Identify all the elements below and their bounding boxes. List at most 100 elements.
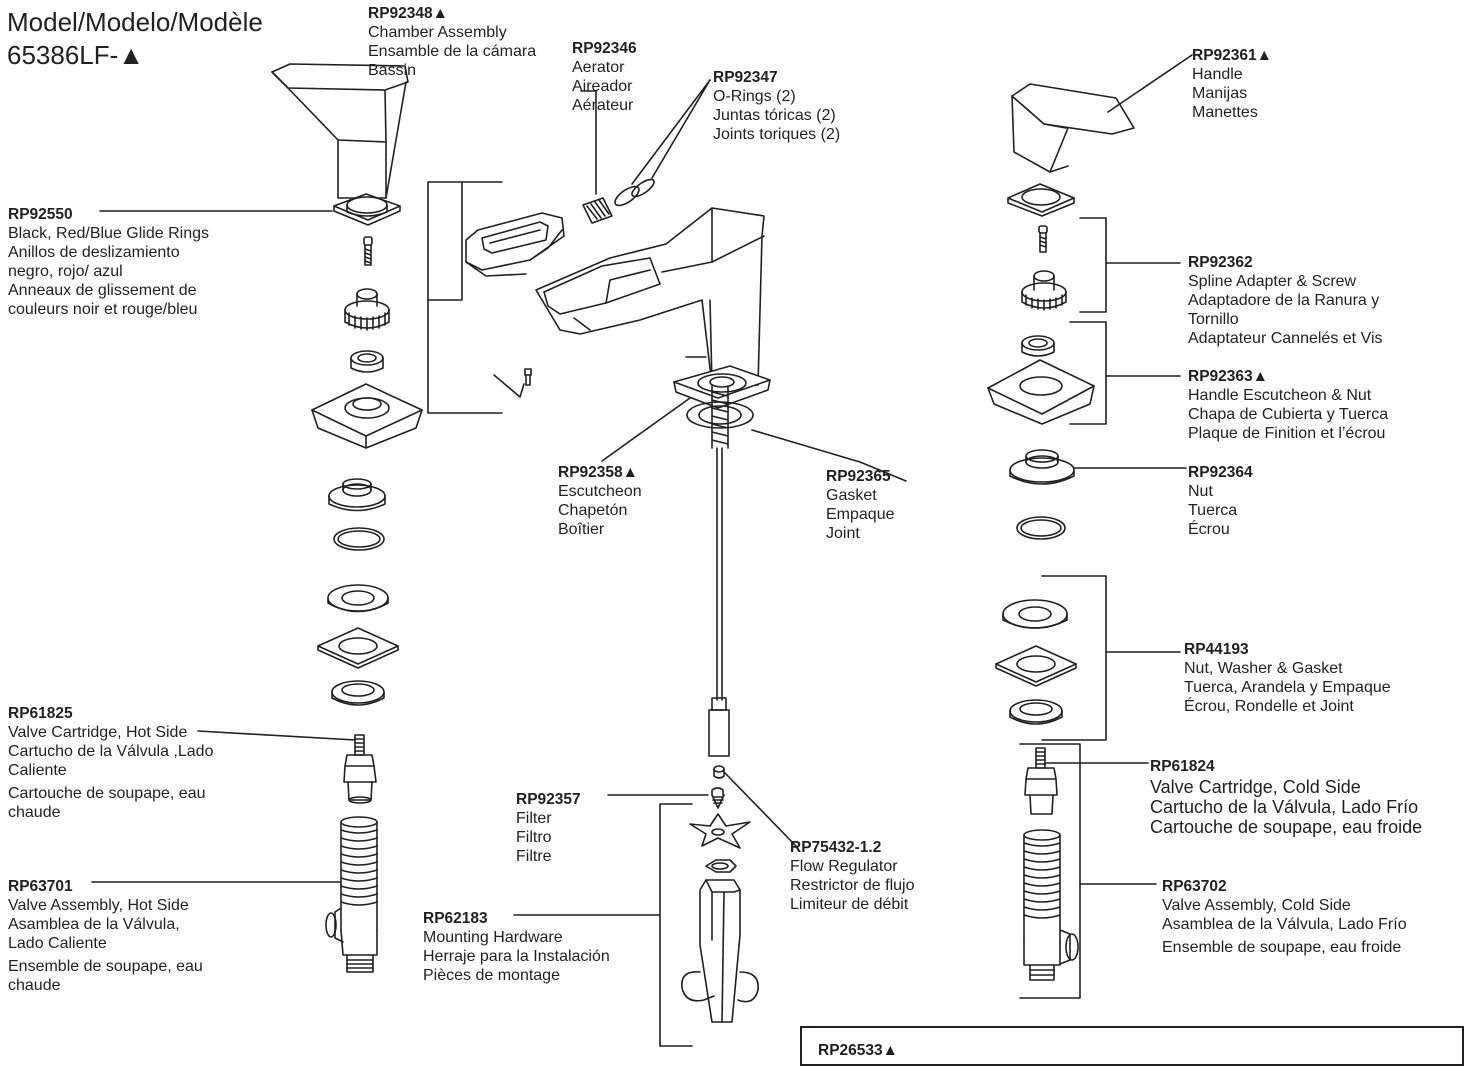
escutcheon-center	[673, 365, 771, 409]
label-line: negro, rojo/ azul	[8, 263, 123, 280]
right-gasket-2	[1009, 699, 1063, 725]
left-spline-adapter	[344, 288, 390, 331]
label-line: Chapa de Cubierta y Tuerca	[1188, 406, 1389, 423]
label-line: Gasket	[826, 487, 877, 504]
left-handle	[271, 63, 409, 199]
label-line: Ensemble de soupape, eau froide	[1162, 939, 1402, 956]
left-washer-round	[327, 584, 389, 613]
label-line: Joint	[826, 525, 860, 542]
label-line: Valve Cartridge, Cold Side	[1150, 777, 1361, 797]
right-nut	[1021, 335, 1055, 357]
label-rp61825: RP61825 Valve Cartridge, Hot Side Cartuc…	[8, 704, 213, 822]
chamber-assembly	[465, 212, 565, 277]
label-line: Anneaux de glissement de	[8, 282, 197, 299]
label-line: chaude	[8, 804, 61, 821]
label-line: Aireador	[572, 78, 633, 95]
label-line: Anillos de deslizamiento	[8, 244, 180, 261]
label-line: Valve Assembly, Hot Side	[8, 897, 189, 914]
left-valve-body	[325, 816, 378, 973]
label-line: Caliente	[8, 762, 67, 779]
label-line: Manettes	[1192, 104, 1258, 121]
label-rp92357: RP92357 Filter Filtro Filtre	[516, 790, 581, 866]
label-line: Tuerca, Arandela y Empaque	[1184, 679, 1391, 696]
label-line: Plaque de Finition et l’écrou	[1188, 425, 1386, 442]
left-washer-square	[317, 627, 399, 669]
part-number: RP92361▲	[1192, 47, 1272, 64]
left-gasket-1	[333, 527, 385, 551]
label-line: Ensamble de la cámara	[368, 43, 537, 60]
model-title-line2: 65386LF-▲	[7, 40, 145, 70]
label-rp63702: RP63702 Valve Assembly, Cold Side Asambl…	[1162, 877, 1407, 957]
label-rp92363: RP92363▲ Handle Escutcheon & Nut Chapa d…	[1188, 367, 1388, 443]
label-line: Filter	[516, 810, 552, 827]
label-line: Nut, Washer & Gasket	[1184, 660, 1343, 677]
part-number: RP61824	[1150, 758, 1215, 775]
label-line: Limiteur de débit	[790, 896, 909, 913]
right-gasket	[1016, 516, 1066, 540]
allen-wrench	[493, 368, 532, 398]
part-number: RP92348▲	[368, 5, 448, 22]
model-title: Model/Modelo/Modèle 65386LF-▲	[7, 6, 263, 72]
label-line: Herraje para la Instalación	[423, 948, 610, 965]
label-line: Chamber Assembly	[368, 24, 507, 41]
o-rings	[614, 178, 655, 207]
right-valve-cartridge	[1024, 747, 1058, 815]
label-line: Cartucho de la Válvula ,Lado	[8, 743, 214, 760]
label-line: Lado Caliente	[8, 935, 107, 952]
part-number: RP92347	[713, 69, 778, 86]
part-number: RP75432-1.2	[790, 839, 882, 856]
label-rp92362: RP92362 Spline Adapter & Screw Adaptador…	[1188, 253, 1383, 348]
right-spline-adapter	[1021, 270, 1067, 311]
label-rp92361: RP92361▲ Handle Manijas Manettes	[1192, 46, 1272, 122]
label-line: Adaptateur Cannelés et Vis	[1188, 330, 1383, 347]
label-line: Handle Escutcheon & Nut	[1188, 387, 1372, 404]
mounting-bracket-line	[659, 803, 693, 1047]
label-rp75432: RP75432-1.2 Flow Regulator Restrictor de…	[790, 838, 915, 914]
label-line: Mounting Hardware	[423, 929, 563, 946]
right-washer-round	[1002, 599, 1068, 629]
label-line: Aerator	[572, 59, 625, 76]
label-rp92358: RP92358▲ Escutcheon Chapetón Boîtier	[558, 463, 642, 539]
threaded-shank	[711, 385, 729, 449]
label-line: Ensemble de soupape, eau	[8, 958, 203, 975]
label-line: Escutcheon	[558, 483, 642, 500]
label-line: Chapetón	[558, 502, 628, 519]
label-line: Joints toriques (2)	[713, 126, 841, 143]
footer-part-number: RP26533▲	[818, 1042, 898, 1059]
label-line: Empaque	[826, 506, 895, 523]
filter-part	[711, 787, 725, 809]
aerator-part	[582, 197, 613, 224]
mounting-hardware	[681, 813, 759, 1023]
label-line: Cartouche de soupape, eau	[8, 785, 206, 802]
right-washer-square	[995, 645, 1077, 687]
label-rp92365: RP92365 Gasket Empaque Joint	[826, 467, 895, 543]
label-rp92347: RP92347 O-Rings (2) Juntas tóricas (2) J…	[713, 68, 840, 144]
label-line: Adaptadore de la Ranura y	[1188, 292, 1380, 309]
left-screw	[363, 236, 373, 266]
label-line: Cartouche de soupape, eau froide	[1150, 817, 1423, 837]
label-rp92364: RP92364 Nut Tuerca Écrou	[1188, 463, 1253, 539]
label-rp44193: RP44193 Nut, Washer & Gasket Tuerca, Ara…	[1184, 640, 1391, 716]
label-line: Handle	[1192, 66, 1243, 83]
right-bracket-lines	[1019, 217, 1181, 999]
gasket-center	[686, 401, 754, 429]
label-line: Asamblea de la Válvula, Lado Frío	[1162, 916, 1407, 933]
part-number: RP92550	[8, 206, 73, 223]
part-number: RP92346	[572, 40, 637, 57]
left-valve-cartridge	[343, 734, 377, 804]
part-number: RP63701	[8, 878, 73, 895]
chamber-bracket	[427, 181, 503, 414]
label-line: Pièces de montage	[423, 967, 560, 984]
right-mounting-nut	[1009, 449, 1075, 485]
part-number: RP61825	[8, 705, 73, 722]
part-number: RP92364	[1188, 464, 1253, 481]
label-rp61824: RP61824 Valve Cartridge, Cold Side Cartu…	[1150, 757, 1422, 837]
label-line: Juntas tóricas (2)	[713, 107, 836, 124]
label-line: Valve Cartridge, Hot Side	[8, 724, 188, 741]
leader-lines	[91, 54, 1193, 916]
part-number: RP92362	[1188, 254, 1253, 271]
label-line: Aérateur	[572, 97, 634, 114]
label-line: chaude	[8, 977, 61, 994]
supply-hose	[708, 447, 730, 757]
label-line: Écrou	[1188, 521, 1230, 538]
